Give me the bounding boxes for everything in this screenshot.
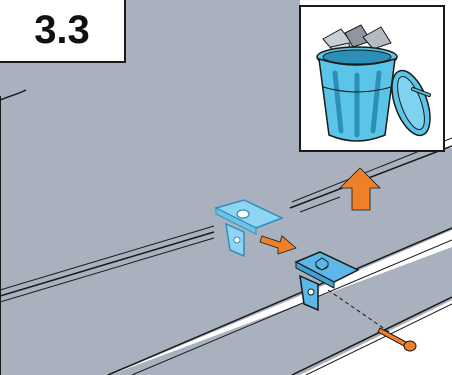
cabinet-edge-4 [305,303,452,375]
bolt-icon [377,327,417,352]
rail-line-upper [0,145,452,297]
cabinet-base-face [300,300,452,375]
arrow-right-icon [259,235,297,255]
discard-inset [299,5,445,152]
bolt-path-dashed [327,289,393,335]
trash-bin-icon [316,24,431,142]
arrow-up-icon [339,167,381,211]
rail-line-right-2 [299,196,341,213]
step-number: 3.3 [0,0,126,63]
rail-line-mid [0,237,215,303]
new-bracket [294,251,360,312]
cabinet-edge-3 [291,296,452,375]
cabinet-edge-1 [107,227,452,375]
surface-edge-left [0,89,27,101]
old-bracket [213,199,284,258]
cabinet-edge-2 [131,239,452,375]
rail-line-upper-2 [0,225,215,291]
